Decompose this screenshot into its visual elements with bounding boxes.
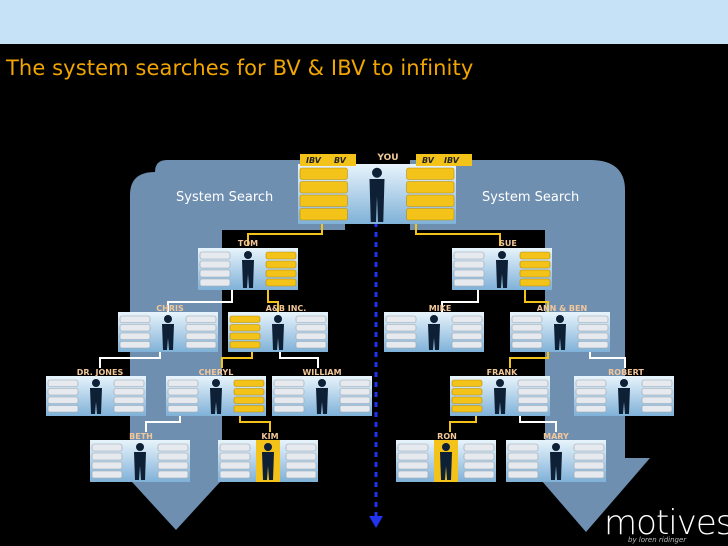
label-mary: MARY bbox=[543, 432, 569, 441]
top-banner bbox=[0, 0, 728, 44]
person-labels: YOU TOM SUE CHRIS A&B INC. MIKE ANN & BE… bbox=[77, 153, 645, 441]
slide-title: The system searches for BV & IBV to infi… bbox=[6, 56, 474, 80]
label-kim: KIM bbox=[261, 432, 278, 441]
search-label-right: System Search bbox=[482, 190, 579, 205]
label-sue: SUE bbox=[499, 239, 517, 248]
person-silhouette-icon bbox=[496, 251, 508, 288]
person-card-chris bbox=[118, 312, 218, 352]
label-ann-ben: ANN & BEN bbox=[537, 304, 587, 313]
person-silhouette-icon bbox=[210, 379, 222, 414]
tree-connectors bbox=[99, 222, 626, 432]
person-silhouette-icon bbox=[134, 443, 146, 480]
label-chris: CHRIS bbox=[156, 304, 184, 313]
person-silhouette-icon bbox=[262, 443, 274, 480]
label-cheryl: CHERYL bbox=[199, 368, 234, 377]
right-search-arrow bbox=[410, 160, 650, 532]
person-card-sue bbox=[452, 248, 552, 290]
person-card-ann-ben bbox=[510, 312, 610, 352]
person-silhouette-icon bbox=[162, 315, 174, 350]
motives-logo-tagline: by loren ridinger bbox=[628, 536, 687, 544]
person-card-tom bbox=[198, 248, 298, 290]
volume-tags: IBV BV BV IBV bbox=[300, 154, 472, 166]
label-you: YOU bbox=[376, 153, 398, 163]
label-mike: MIKE bbox=[429, 304, 452, 313]
person-silhouette-icon bbox=[90, 379, 102, 414]
person-card-frank bbox=[450, 376, 550, 416]
person-card-ab-inc bbox=[228, 312, 328, 352]
person-silhouette-icon bbox=[554, 315, 566, 350]
infinity-arrowhead bbox=[369, 516, 383, 528]
label-ab-inc: A&B INC. bbox=[266, 304, 307, 313]
person-card-cheryl bbox=[166, 376, 266, 416]
motives-logo: motives bbox=[604, 503, 728, 543]
label-frank: FRANK bbox=[487, 368, 519, 377]
person-card-beth bbox=[90, 440, 190, 482]
person-card-william bbox=[272, 376, 372, 416]
person-silhouette-icon bbox=[242, 251, 254, 288]
label-beth: BETH bbox=[129, 432, 153, 441]
left-search-arrow bbox=[110, 160, 345, 530]
person-card-mary bbox=[506, 440, 606, 482]
label-robert: ROBERT bbox=[608, 368, 644, 377]
person-card-kim bbox=[218, 440, 318, 482]
person-silhouette-icon bbox=[428, 315, 440, 350]
person-silhouette-icon bbox=[316, 379, 328, 414]
search-label-left: System Search bbox=[176, 190, 273, 205]
person-card-ron bbox=[396, 440, 496, 482]
label-william: WILLIAM bbox=[302, 368, 341, 377]
person-silhouette-icon bbox=[550, 443, 562, 480]
person-card-robert bbox=[574, 376, 674, 416]
person-card-dr-jones bbox=[46, 376, 146, 416]
person-silhouette-icon bbox=[494, 379, 506, 414]
tag-right-ibv: IBV bbox=[444, 156, 460, 165]
person-card-mike bbox=[384, 312, 484, 352]
person-silhouette-icon bbox=[440, 443, 452, 480]
label-ron: RON bbox=[437, 432, 457, 441]
label-dr-jones: DR. JONES bbox=[77, 368, 124, 377]
tag-left-ibv: IBV bbox=[306, 156, 322, 165]
person-silhouette-icon bbox=[272, 315, 284, 350]
tag-left-bv: BV bbox=[334, 156, 347, 165]
label-tom: TOM bbox=[238, 239, 258, 248]
tag-right-bv: BV bbox=[422, 156, 435, 165]
person-silhouette-icon bbox=[369, 167, 385, 222]
person-card-you bbox=[298, 164, 456, 224]
person-silhouette-icon bbox=[618, 379, 630, 414]
